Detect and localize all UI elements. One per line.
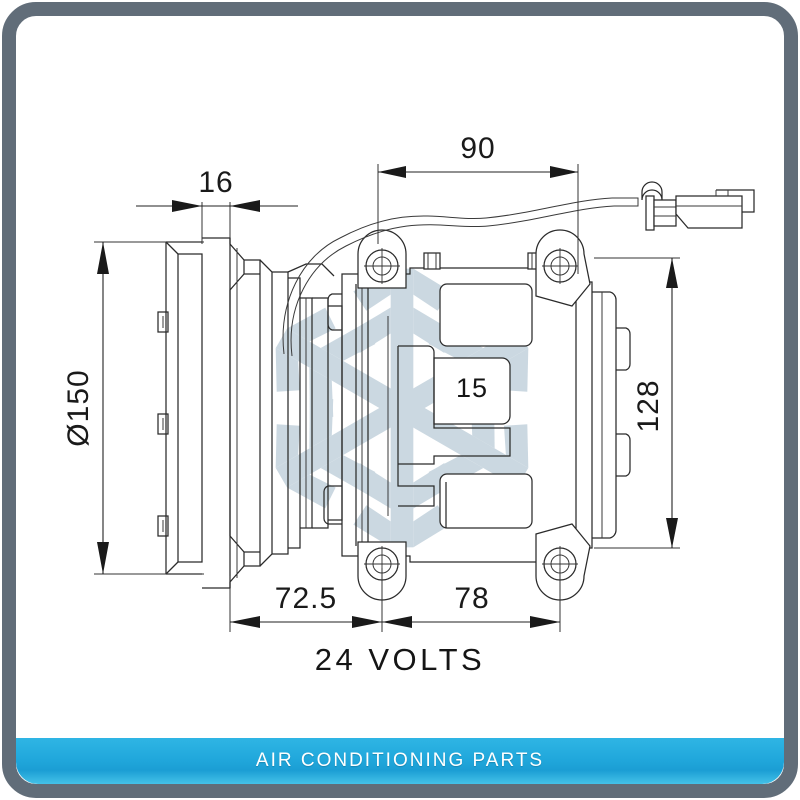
wire-harness (282, 197, 639, 357)
dimension-label-dia150: Ø150 (62, 369, 95, 446)
bottom-banner: AIR CONDITIONING PARTS (16, 738, 784, 784)
dimension-128: 128 (594, 257, 680, 549)
dimension-label-16: 16 (198, 166, 233, 199)
banner-text: AIR CONDITIONING PARTS (255, 750, 545, 771)
compressor-technical-drawing: 90 16 Ø150 (16, 16, 784, 784)
dimension-90: 90 (377, 132, 579, 274)
dimension-label-78: 78 (454, 582, 489, 615)
mounting-ears (357, 229, 591, 601)
dimension-bottom-chain: 72.5 78 (229, 568, 561, 632)
dimension-dia150: Ø150 (62, 241, 204, 575)
dimension-label-128: 128 (632, 379, 665, 432)
clutch-pulley-assembly (157, 237, 343, 589)
port-label-15: 15 (456, 373, 488, 403)
dimension-label-72-5: 72.5 (275, 582, 337, 615)
voltage-label: 24 VOLTS (315, 642, 485, 677)
electrical-connector (641, 181, 755, 231)
dimension-16: 16 (136, 166, 298, 244)
dimension-label-90: 90 (460, 132, 495, 165)
